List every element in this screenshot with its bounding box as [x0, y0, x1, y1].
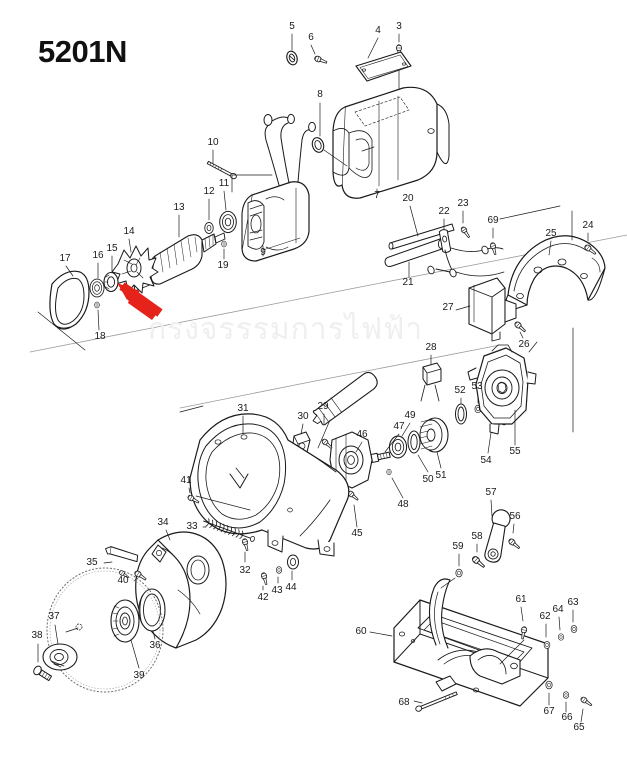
part-callout-62: 62 — [539, 611, 551, 622]
part-callout-57: 57 — [485, 487, 497, 498]
part-callout-59: 59 — [452, 541, 464, 552]
part-callout-43: 43 — [271, 585, 283, 596]
part-callout-32: 32 — [239, 565, 251, 576]
part-callout-67: 67 — [543, 706, 555, 717]
part-callout-64: 64 — [552, 604, 564, 615]
part-callout-21: 21 — [402, 277, 414, 288]
part-callout-27: 27 — [442, 302, 454, 313]
part-callout-46: 46 — [356, 429, 368, 440]
part-callout-51: 51 — [435, 470, 447, 481]
part-callout-16: 16 — [92, 250, 104, 261]
part-callout-48: 48 — [397, 499, 409, 510]
part-callout-26: 26 — [518, 339, 530, 350]
part-callout-10: 10 — [207, 137, 219, 148]
part-callout-66: 66 — [561, 712, 573, 723]
part-callout-61: 61 — [515, 594, 527, 605]
part-callout-39: 39 — [133, 670, 145, 681]
part-callout-5: 5 — [289, 21, 295, 32]
part-callout-60: 60 — [355, 626, 367, 637]
part-callout-13: 13 — [173, 202, 185, 213]
page-title: 5201N — [38, 34, 127, 69]
part-callout-6: 6 — [308, 32, 314, 43]
part-callout-37: 37 — [48, 611, 60, 622]
part-callout-9: 9 — [260, 247, 266, 258]
part-callout-45: 45 — [351, 528, 363, 539]
part-callout-68: 68 — [398, 697, 410, 708]
part-callout-40: 40 — [117, 575, 129, 586]
part-callout-30: 30 — [297, 411, 309, 422]
part-callout-28: 28 — [425, 342, 437, 353]
part-callout-31: 31 — [237, 403, 249, 414]
part-callout-47: 47 — [393, 421, 405, 432]
part-callout-36: 36 — [149, 640, 161, 651]
part-callout-65: 65 — [573, 722, 585, 733]
part-callout-23: 23 — [457, 198, 469, 209]
part-callout-14: 14 — [123, 226, 135, 237]
part-callout-50: 50 — [422, 474, 434, 485]
part-callout-29: 29 — [317, 401, 329, 412]
part-callout-55: 55 — [509, 446, 521, 457]
part-callout-24: 24 — [582, 220, 594, 231]
part-callout-56: 56 — [509, 511, 521, 522]
part-callout-34: 34 — [157, 517, 169, 528]
watermark-text: กรงจรรรมการไฟฟ้า — [148, 312, 424, 347]
part-callout-19: 19 — [217, 260, 229, 271]
part-callout-18: 18 — [94, 331, 106, 342]
part-callout-3: 3 — [396, 21, 402, 32]
part-callout-54: 54 — [480, 455, 492, 466]
part-callout-38: 38 — [31, 630, 43, 641]
part-callout-20: 20 — [402, 193, 414, 204]
part-callout-17: 17 — [59, 253, 71, 264]
part-callout-4: 4 — [375, 25, 381, 36]
part-callout-7: 7 — [374, 190, 380, 201]
part-callout-42: 42 — [257, 592, 269, 603]
highlight-arrow — [117, 282, 163, 320]
part-callout-49: 49 — [404, 410, 416, 421]
part-callout-35: 35 — [86, 557, 98, 568]
part-callout-33: 33 — [186, 521, 198, 532]
part-callout-58: 58 — [471, 531, 483, 542]
part-callout-8: 8 — [317, 89, 323, 100]
part-callout-52: 52 — [454, 385, 466, 396]
part-callout-15: 15 — [106, 243, 118, 254]
part-callout-69: 69 — [487, 215, 499, 226]
part-callout-22: 22 — [438, 206, 450, 217]
part-callout-11: 11 — [218, 178, 230, 189]
part-callout-63: 63 — [567, 597, 579, 608]
part-callout-25: 25 — [545, 228, 557, 239]
part-callout-44: 44 — [285, 582, 297, 593]
part-callout-12: 12 — [203, 186, 215, 197]
part-callout-53: 53 — [471, 381, 483, 392]
part-callout-41: 41 — [180, 475, 192, 486]
